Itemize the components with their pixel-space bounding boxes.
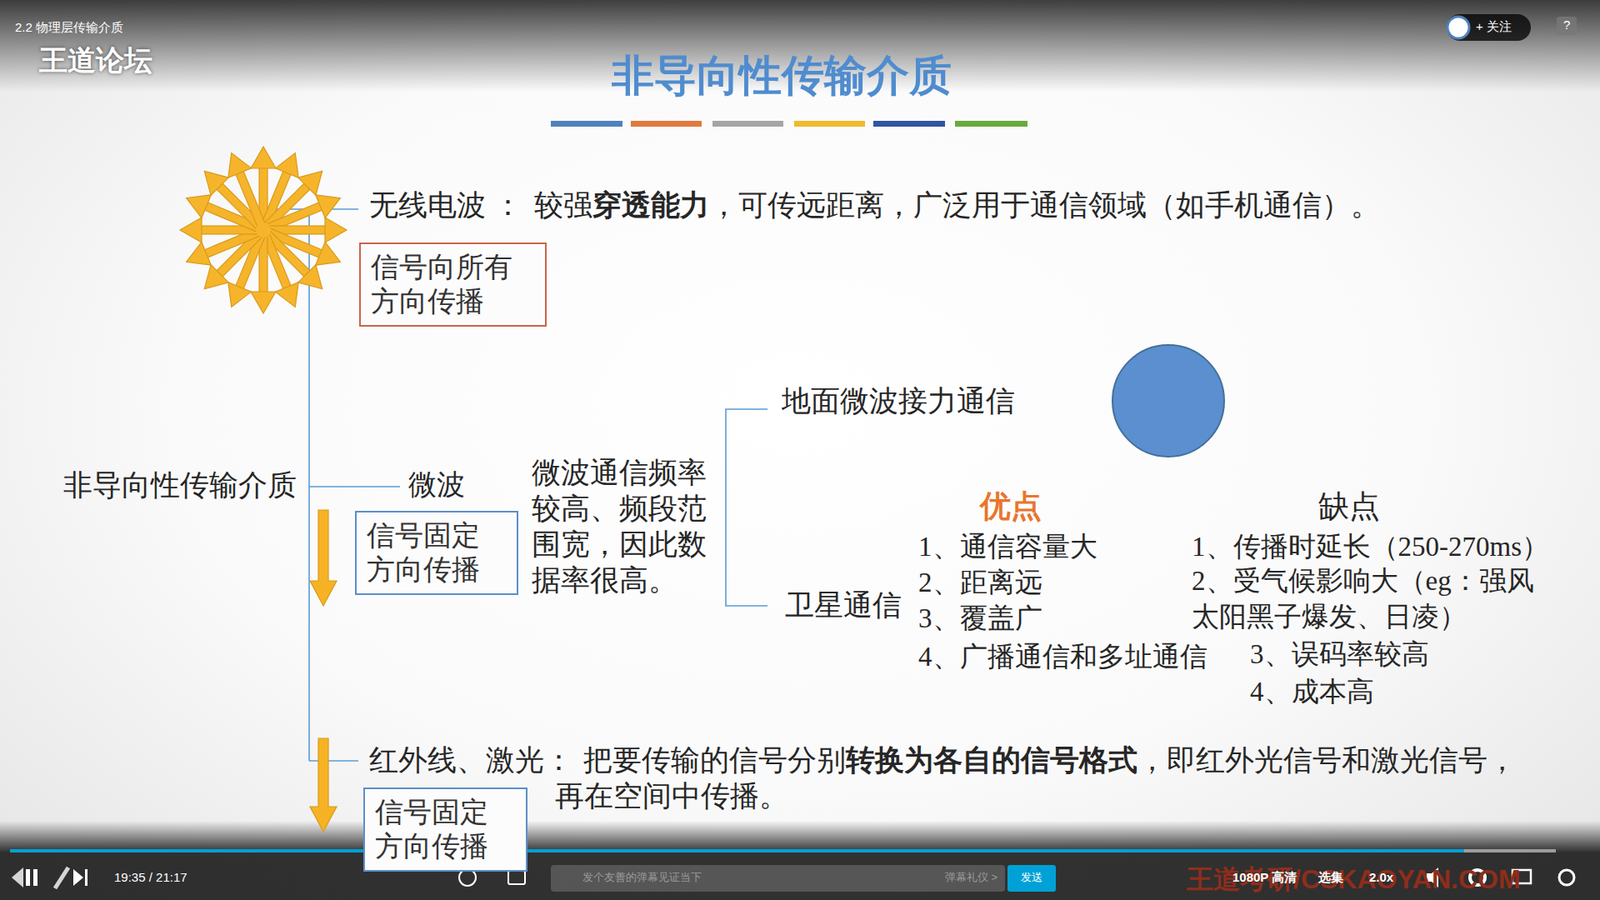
signal-box: 信号向所有方向传播 (359, 242, 547, 327)
episode-button: 选集 (1318, 870, 1344, 885)
description-text: 把要传输的信号分别 (583, 744, 846, 777)
box-text: 信号固定方向传播 (375, 795, 500, 865)
pen-icon (55, 867, 69, 889)
time-display: 19:35 / 21:17 (114, 870, 188, 885)
description-text: 较强 (534, 189, 593, 222)
input-placeholder: 发个友善的弹幕见证当下 (582, 870, 702, 885)
emphasis-text: 转换为各自的信号格式 (845, 744, 1138, 777)
fullscreen-icon (1559, 870, 1575, 885)
progress-played (10, 849, 1465, 853)
heading: 优点 (980, 488, 1042, 525)
list-item: 1、传播时延长（250-270ms） (1191, 530, 1550, 565)
branch-label: 卫星通信 (785, 588, 902, 624)
color-bar (712, 120, 784, 127)
follow-button: + 关注 (1475, 19, 1512, 35)
input-box (550, 865, 1005, 892)
signal-box: 信号固定方向传播 (355, 510, 519, 595)
tree-line (275, 209, 768, 761)
list-item: 2、受气候影响大（eg：强风太阳黑子爆发、日凌） (1191, 563, 1549, 635)
danmaku-setting-icon (508, 870, 525, 885)
pause-icon (33, 869, 38, 886)
button-label: 发送 (1020, 870, 1043, 885)
list-item: 4、成本高 (1250, 675, 1375, 710)
danmaku-icon (459, 869, 476, 886)
color-bar (955, 120, 1028, 127)
list-item: 3、覆盖广 (918, 602, 1043, 636)
follow-pill (1446, 14, 1531, 41)
list-item: 2、距离远 (918, 566, 1043, 600)
description-text: ，可传远距离，广泛用于通信领域（如手机通信）。 (709, 189, 1380, 222)
prev-icon (11, 867, 24, 888)
root-label: 非导向性传输介质 (63, 468, 297, 504)
send-button (1007, 865, 1056, 892)
down-arrow (310, 510, 337, 832)
satellite-circle (1112, 345, 1225, 457)
description-text: 微波通信频率较高、频段范围宽，因此数据率很高。 (531, 455, 710, 599)
quality-button: 1080P 高清 (1232, 870, 1297, 885)
list-item: 4、广播通信和多址通信 (918, 640, 1208, 675)
next-icon (73, 869, 84, 886)
sentence-block: 红外线、激光：把要传输的信号分别转换为各自的信号格式，即红外光信号和激光信号，再… (555, 742, 1539, 815)
color-bar (630, 120, 702, 127)
help-box (1556, 16, 1577, 35)
signal-box: 信号固定方向传播 (363, 787, 528, 872)
item-name: 无线电波 ： (369, 189, 523, 222)
box-text: 信号向所有方向传播 (370, 250, 525, 320)
item-name: 红外线、激光： (369, 744, 574, 777)
video-title: 2.2 物理层传输介质 (15, 20, 124, 35)
help-icon: ? (1563, 17, 1570, 33)
slide-title: 非导向性传输介质 (611, 50, 952, 102)
list-item: 1、通信容量大 (918, 530, 1098, 565)
box-text: 信号固定方向传播 (366, 519, 492, 588)
avatar-icon (1447, 16, 1470, 39)
speed-button: 2.0x (1369, 870, 1394, 885)
branch-label: 微波 (408, 468, 465, 503)
sentence-row: 无线电波 ： 较强穿透能力，可传远距离，广泛用于通信领域（如手机通信）。 (369, 188, 1380, 224)
pause-icon (25, 869, 30, 886)
next-icon (85, 869, 88, 886)
color-bar (794, 120, 865, 127)
link-text: 弹幕礼仪 > (945, 870, 998, 885)
list-item: 3、误码率较高 (1250, 638, 1430, 672)
emphasis-text: 穿透能力 (592, 189, 710, 222)
branch-label: 地面微波接力通信 (781, 384, 1015, 420)
color-bar (873, 120, 945, 127)
sun-icon (180, 146, 347, 314)
progress-rest (1464, 849, 1556, 853)
color-bar (550, 120, 623, 127)
watermark: 王道论坛 (39, 43, 153, 78)
heading: 缺点 (1318, 488, 1380, 525)
